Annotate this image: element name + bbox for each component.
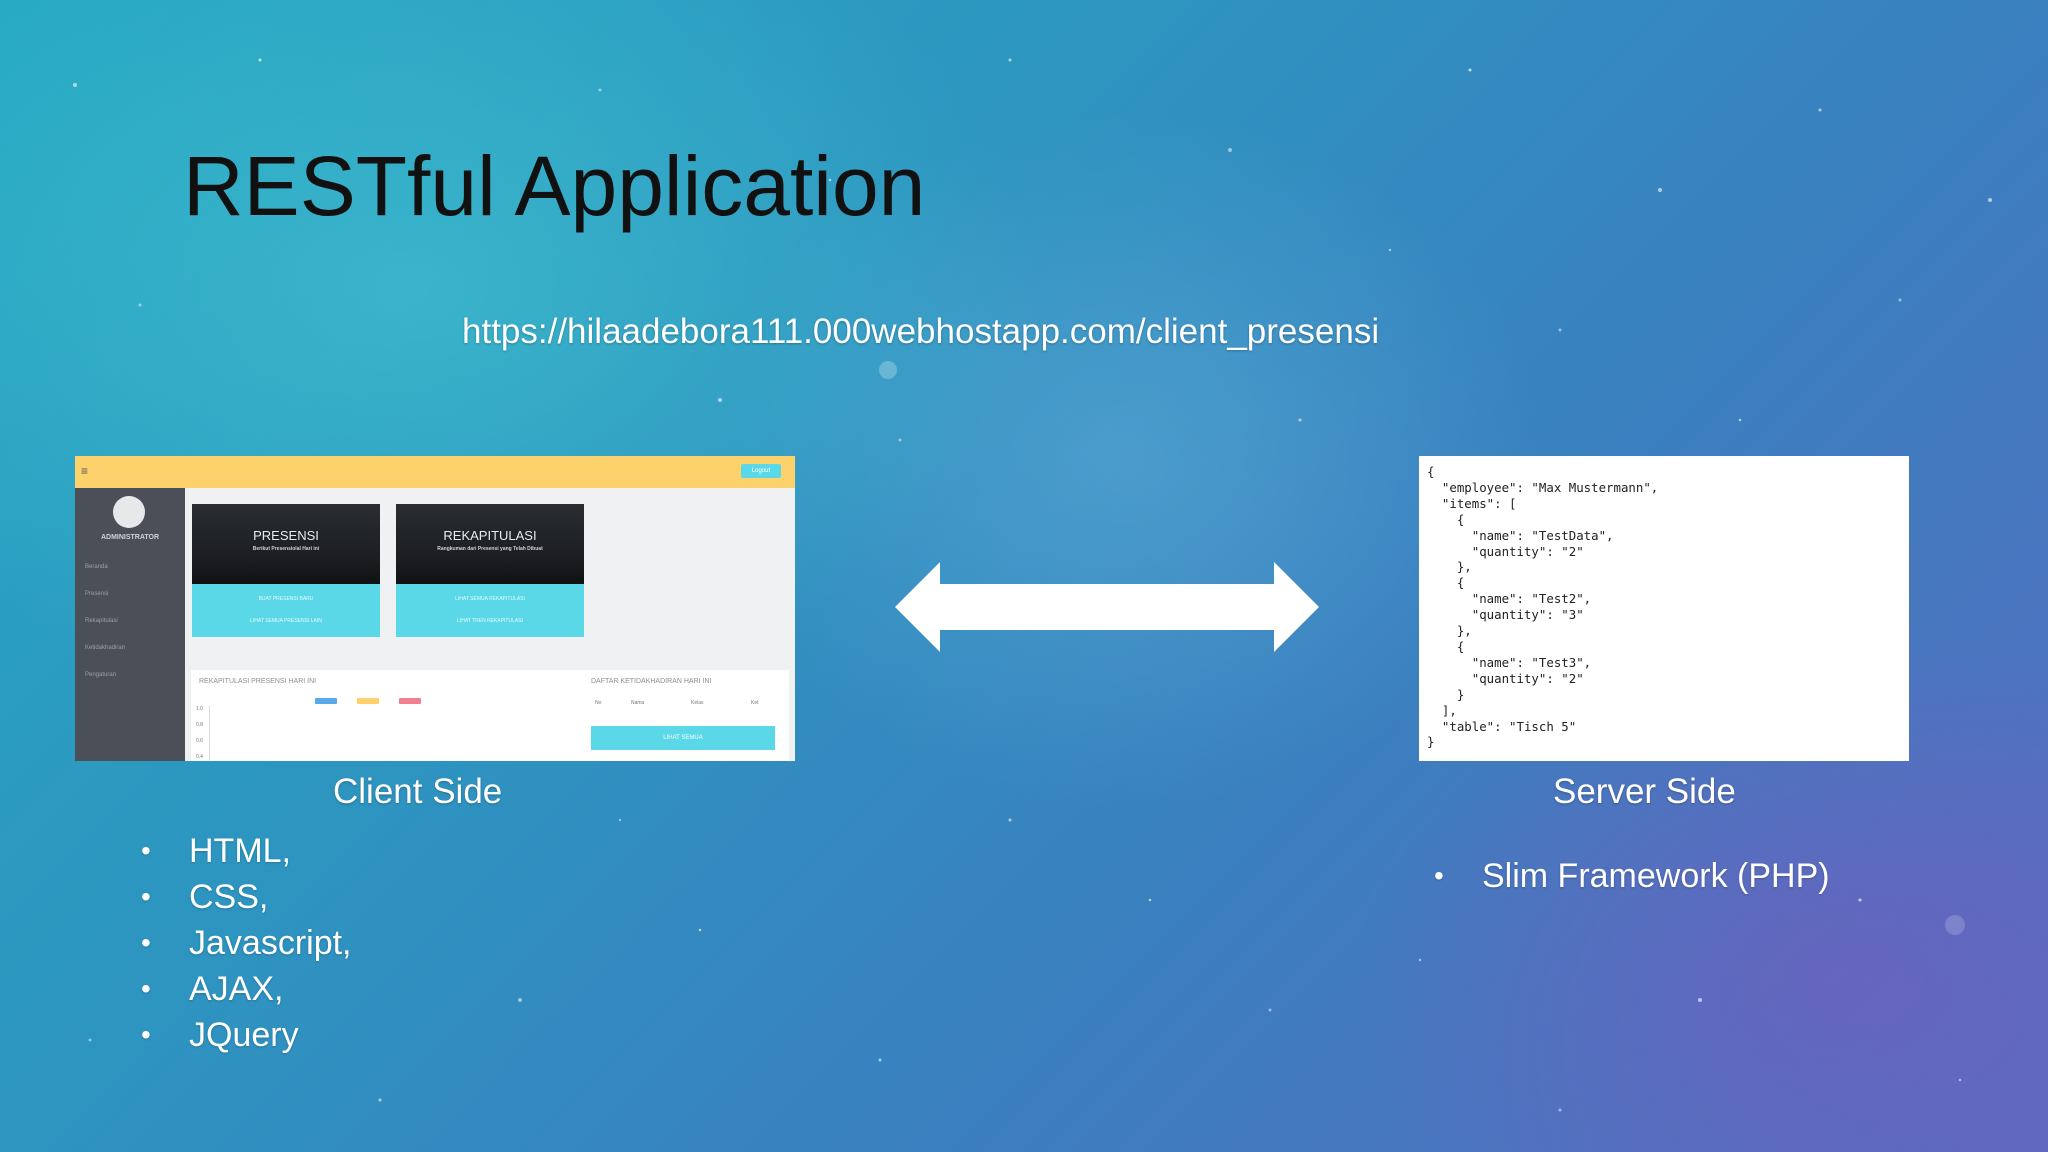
- sidebar-item-ketidakhadiran: Ketidakhadiran: [85, 645, 126, 651]
- client-summary-panel: REKAPITULASI PRESENSI HARI INI DAFTAR KE…: [191, 670, 789, 761]
- double-arrow-icon: [895, 562, 1319, 652]
- absence-col-nama: Nama: [631, 700, 645, 706]
- admin-label: ADMINISTRATOR: [100, 534, 160, 541]
- sidebar-item-presensi: Presensi: [85, 591, 109, 597]
- presensi-card: PRESENSI Berikut Presensiolal Hari ini B…: [192, 504, 380, 637]
- list-item: •HTML,: [141, 832, 291, 870]
- client-side-caption: Client Side: [333, 772, 503, 811]
- chart-tick: 0.4: [196, 754, 203, 760]
- client-sidebar: ADMINISTRATOR Beranda Presensi Rekapitul…: [75, 488, 185, 761]
- legend-swatch: [399, 698, 421, 704]
- list-item: •Javascript,: [141, 924, 352, 962]
- sidebar-item-rekapitulasi: Rekapitulasi: [85, 618, 118, 624]
- card-button: BUAT PRESENSI BARU: [258, 596, 314, 602]
- client-topbar: ≡ Logout: [75, 456, 795, 488]
- avatar: [113, 496, 145, 528]
- card-header-image: [396, 504, 584, 584]
- json-code-block: { "employee": "Max Mustermann", "items":…: [1427, 464, 1659, 750]
- slide-title: RESTful Application: [183, 139, 926, 233]
- absence-col-ket: Ket: [751, 700, 759, 706]
- list-item: •Slim Framework (PHP): [1434, 857, 1830, 895]
- legend-swatch: [315, 698, 337, 704]
- menu-icon: ≡: [81, 464, 89, 478]
- list-item: •AJAX,: [141, 970, 284, 1008]
- card-title: PRESENSI: [253, 528, 319, 543]
- card-title: REKAPITULASI: [443, 528, 537, 543]
- card-button: LIHAT SEMUA REKAPITULASI: [455, 596, 525, 602]
- logout-button: Logout: [741, 464, 781, 478]
- card-header-image: [192, 504, 380, 584]
- chart-tick: 0.6: [196, 738, 203, 744]
- app-url: https://hilaadebora111.000webhostapp.com…: [462, 312, 1380, 351]
- card-subtitle: Berikut Presensiolal Hari ini: [252, 546, 320, 552]
- legend-swatch: [357, 698, 379, 704]
- rekap-label: REKAPITULASI PRESENSI HARI INI: [199, 678, 317, 685]
- mini-chart: 1.0 0.8 0.6 0.4: [196, 706, 480, 761]
- server-screenshot: { "employee": "Max Mustermann", "items":…: [1419, 456, 1909, 761]
- sidebar-item-beranda: Beranda: [85, 564, 108, 570]
- absence-button: LIHAT SEMUA: [591, 726, 775, 750]
- chart-tick: 1.0: [196, 706, 203, 712]
- sidebar-item-pengaturan: Pengaturan: [85, 672, 117, 678]
- client-screenshot: ≡ Logout ADMINISTRATOR Beranda Presensi …: [75, 456, 795, 761]
- card-button: LIHAT SEMUA PRESENSI LAIN: [250, 618, 322, 624]
- absence-col-no: No: [595, 700, 602, 706]
- server-tech-list: •Slim Framework (PHP): [1434, 853, 1830, 899]
- chart-tick: 0.8: [196, 722, 203, 728]
- client-tech-list: •HTML, •CSS, •Javascript, •AJAX, •JQuery: [141, 828, 352, 1058]
- rekapitulasi-card: REKAPITULASI Rangkuman dari Presensi yan…: [396, 504, 584, 637]
- card-button: LIHAT TREN REKAPITULASI: [457, 618, 523, 624]
- card-subtitle: Rangkuman dari Presensi yang Telah Dibua…: [437, 546, 543, 552]
- absence-col-kelas: Kelas: [691, 700, 704, 706]
- absence-label: DAFTAR KETIDAKHADIRAN HARI INI: [591, 678, 712, 685]
- server-side-caption: Server Side: [1553, 772, 1736, 811]
- list-item: •JQuery: [141, 1016, 299, 1054]
- list-item: •CSS,: [141, 878, 269, 916]
